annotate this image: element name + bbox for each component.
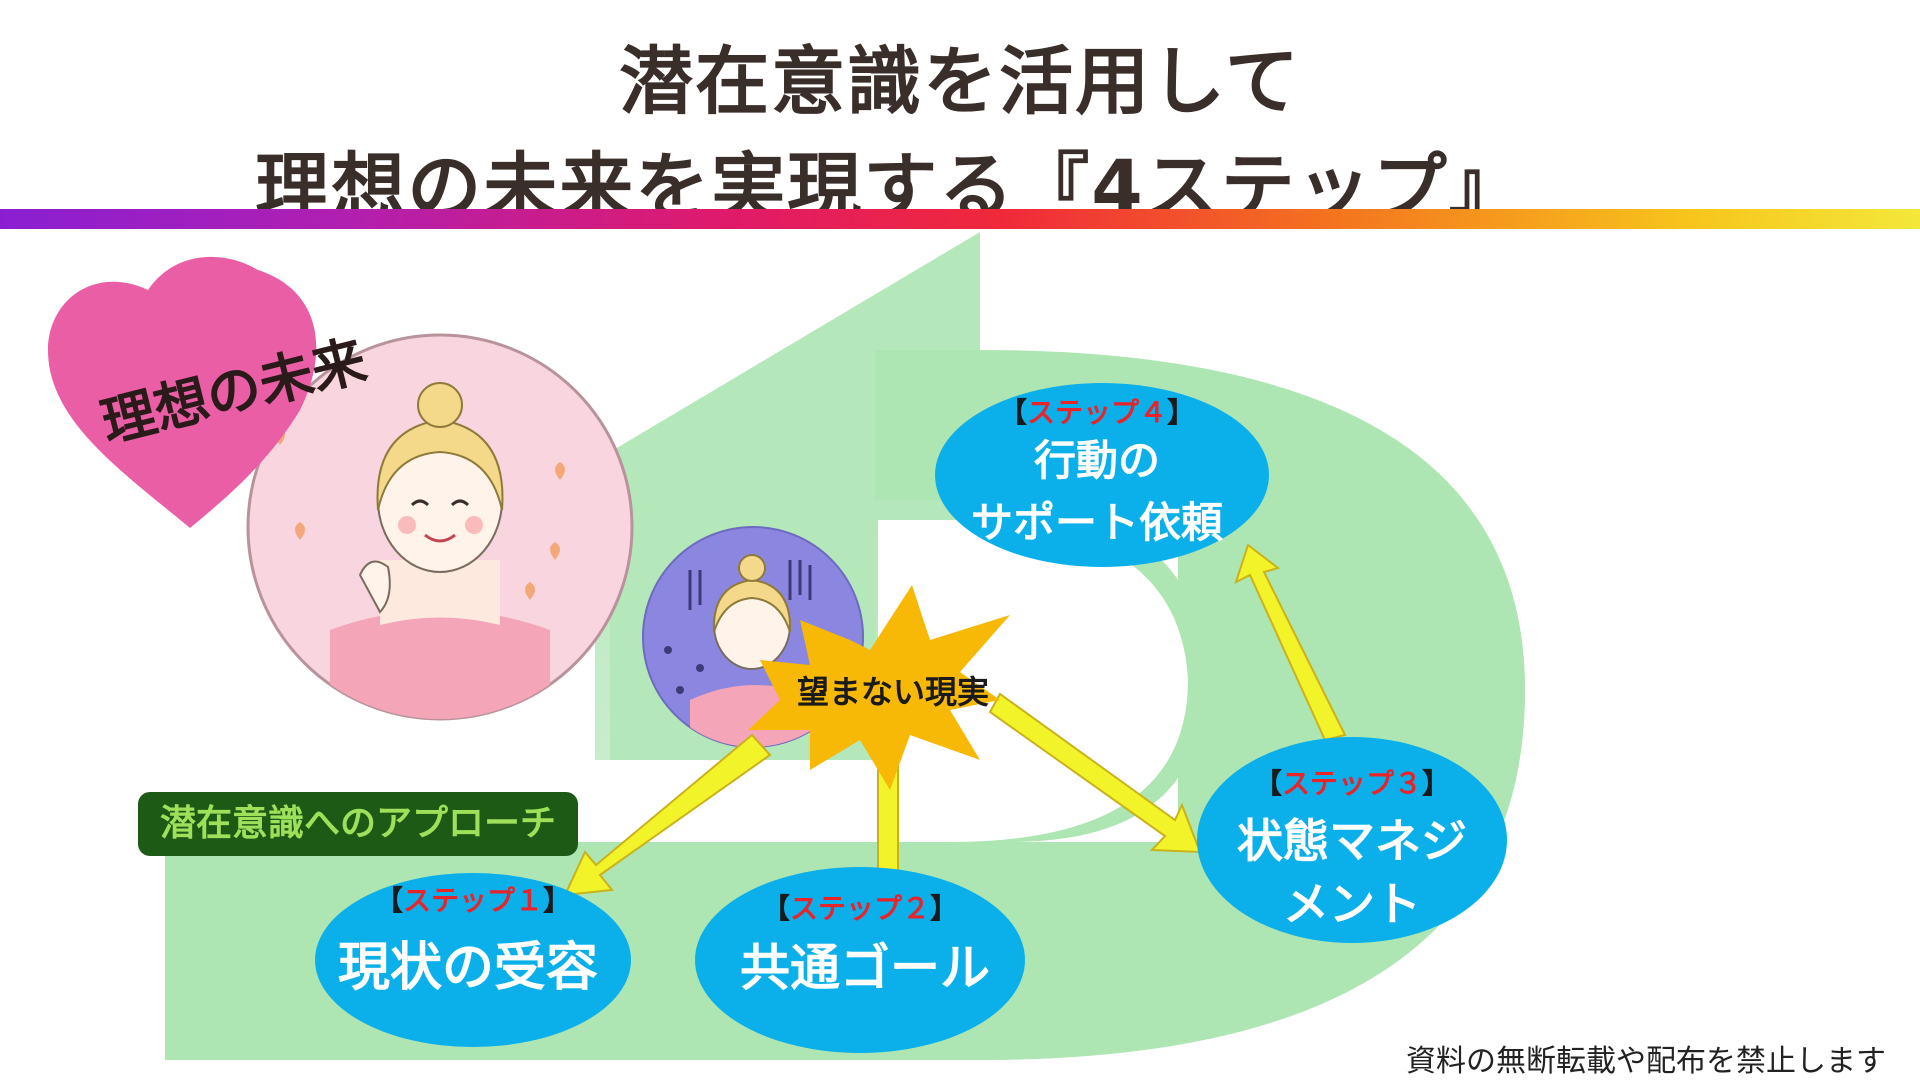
heart-shape — [48, 256, 317, 528]
step4-title-line2: サポート依頼 — [971, 498, 1224, 547]
step1-ellipse — [315, 873, 631, 1047]
arrow-to-step1 — [563, 733, 772, 897]
step3-tag: 【ステップ３】 — [1254, 767, 1450, 800]
step3-ellipse — [1197, 737, 1507, 943]
ideal-future-illustration — [246, 333, 634, 721]
arrow-to-step4 — [1234, 543, 1347, 742]
step4-ellipse — [935, 383, 1269, 567]
burst-label: 望まない現実 — [797, 673, 989, 711]
arrow-to-step3 — [988, 692, 1202, 854]
uturn-inner-curve — [878, 520, 1195, 842]
copyright-notice: 資料の無断転載や配布を禁止します — [1406, 1044, 1886, 1079]
step2-ellipse — [695, 867, 1025, 1053]
step2-tag: 【ステップ２】 — [762, 892, 958, 925]
step2-title: 共通ゴール — [740, 939, 990, 997]
subconscious-approach-label: 潜在意識へのアプローチ — [138, 792, 578, 856]
rainbow-divider — [0, 209, 1920, 229]
unwanted-reality-burst — [748, 585, 1010, 790]
step1-tag: 【ステップ１】 — [375, 884, 571, 917]
title-line-1: 潜在意識を活用して — [619, 39, 1301, 125]
step4-tag: 【ステップ４】 — [999, 396, 1195, 429]
step3-title-line1: 状態マネジ — [1237, 814, 1467, 868]
step3-title-line2: メント — [1283, 877, 1421, 931]
step1-title: 現状の受容 — [338, 938, 598, 998]
step4-title-line1: 行動の — [1034, 436, 1160, 485]
